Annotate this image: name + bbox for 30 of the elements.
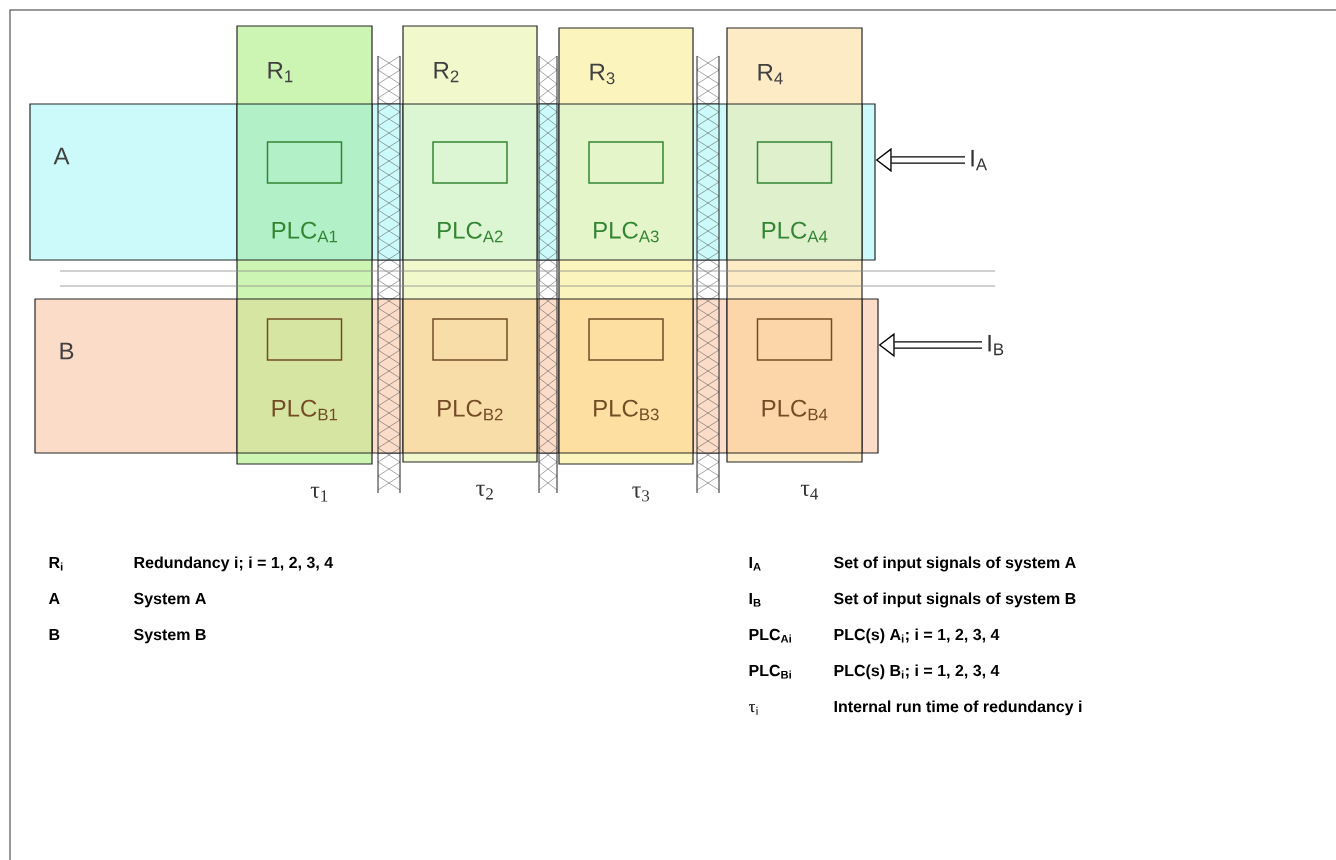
legend-text: Redundancy i; i = 1, 2, 3, 4 [134,556,334,572]
plc-cell: PLC$_{A2}$ [402,103,538,261]
plc-cell: PLC$_{B3}$ [558,298,694,454]
plc-cell: PLC$_{A4}$ [726,103,863,261]
legend-symbol: R$_{i}$ [49,557,63,571]
legend-symbol: I$_{B}$ [749,593,761,607]
legend-symbol: B [49,629,60,640]
plc-cell: PLC$_{B1}$ [236,298,373,454]
legend-symbol: PLC$_{Bi}$ [749,664,791,679]
plc-cell: PLC$_{A1}$ [236,103,373,261]
legend-text: Set of input signals of system B [834,592,1076,608]
input-label: I$_{A}$ [971,149,988,171]
legend-text: PLC(s) A$_{i}$; i = 1, 2, 3, 4 [834,628,1000,644]
legend-text: PLC(s) B$_{i}$; i = 1, 2, 3, 4 [834,664,1000,680]
legend-text: System A [134,592,206,608]
run-time-label: τ$_{1}$ [310,486,328,502]
legend-symbol: τ$_{i}$ [748,704,759,715]
plc-cell: PLC$_{B2}$ [402,298,538,454]
legend-text: System B [134,628,206,644]
plc-cell: PLC$_{B4}$ [726,298,863,454]
input-label: I$_{B}$ [988,334,1004,356]
legend-text: Set of input signals of system A [834,556,1076,572]
legend-text: Internal run time of redundancy i [834,700,1082,716]
run-time-label: τ$_{4}$ [800,484,818,500]
run-time-label: τ$_{2}$ [476,484,493,500]
legend-symbol: I$_{A}$ [749,557,761,571]
legend-symbol: A [48,593,60,604]
run-time-label: τ$_{3}$ [632,486,650,502]
plc-cell: PLC$_{A3}$ [558,103,694,261]
legend-symbol: PLC$_{Ai}$ [749,628,791,643]
